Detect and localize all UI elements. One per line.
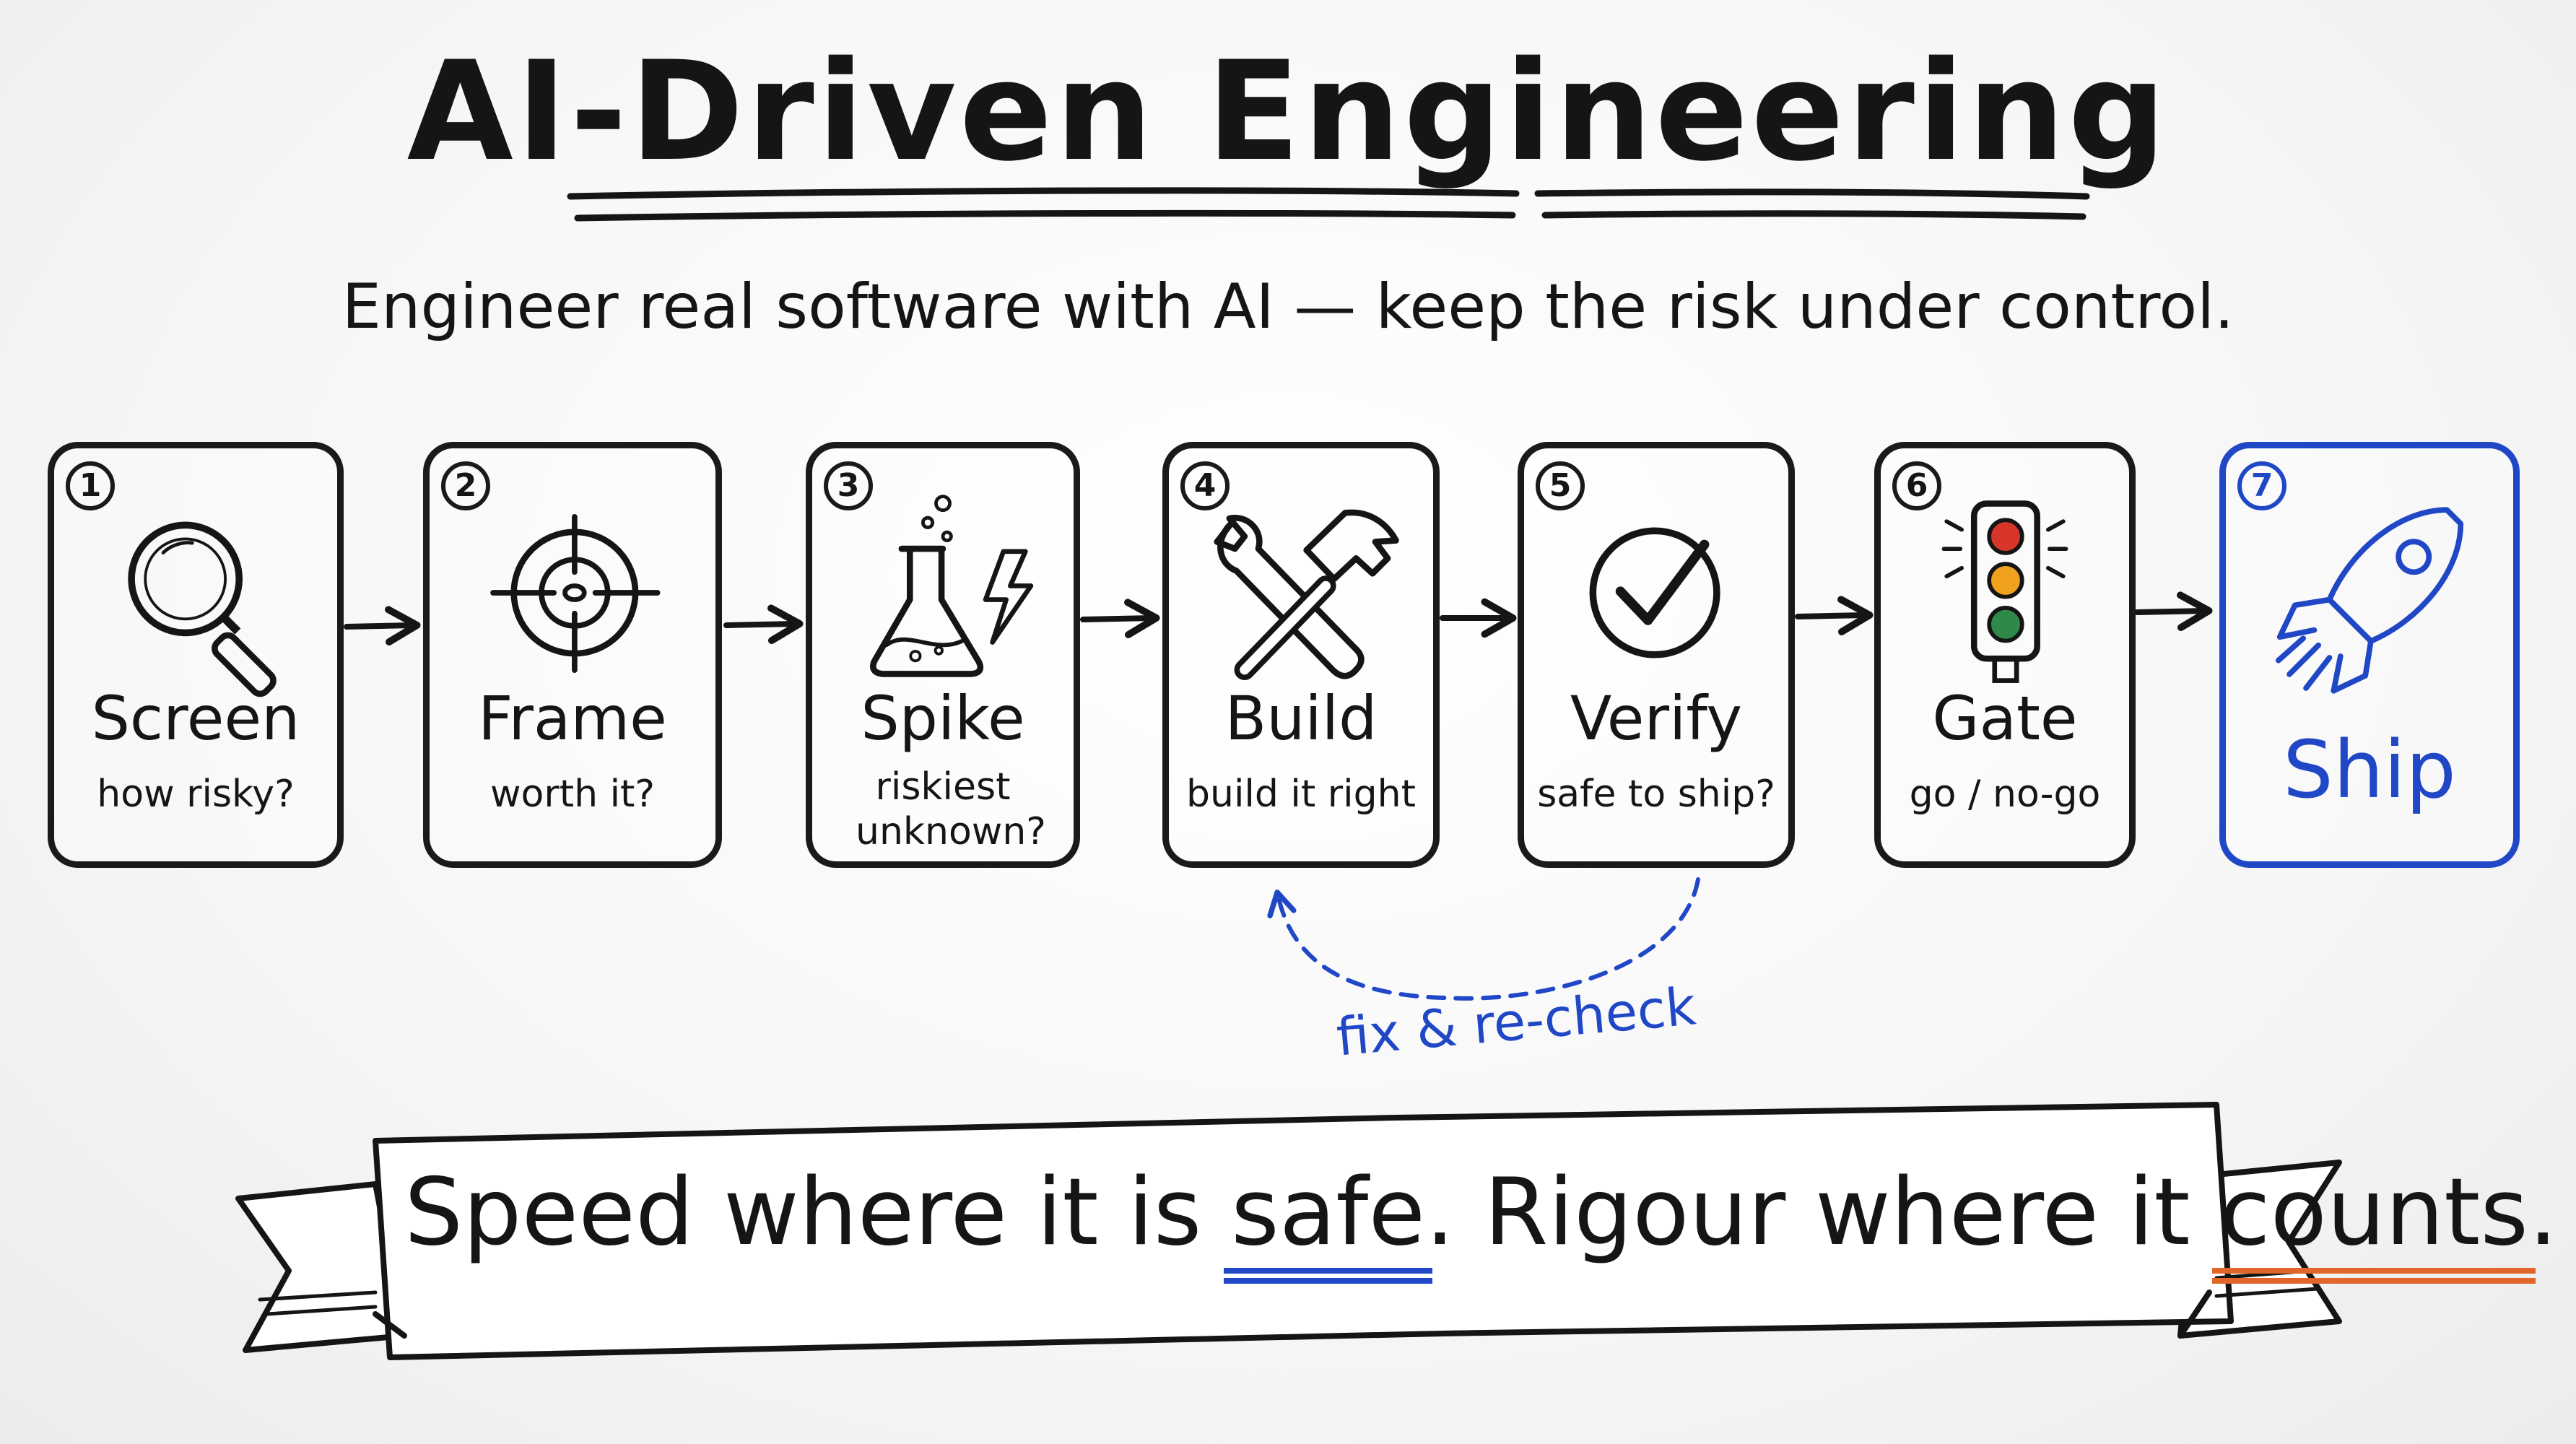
banner-slogan: Speed where it is safe. Rigour where it …	[404, 1155, 2558, 1284]
banner-highlight-counts: counts	[2212, 1155, 2536, 1284]
step-label: Verify	[1570, 683, 1743, 754]
checkmark-circle-icon	[1589, 527, 1720, 658]
step-card-screen: 1 Screen how risky?	[48, 442, 344, 868]
step-subtext: build it right	[1186, 773, 1416, 816]
step-card-verify: 5 Verify safe to ship?	[1518, 442, 1795, 868]
flask-lightning-icon	[870, 495, 1034, 677]
step-label: Screen	[91, 683, 300, 754]
step-number: 5	[1536, 461, 1585, 510]
step-label: Spike	[861, 683, 1025, 754]
arrow-2-3	[723, 604, 804, 644]
banner-text-part: . Rigour where it	[1425, 1159, 2220, 1266]
step-number: 4	[1180, 461, 1230, 510]
loop-arrow	[1267, 877, 1700, 1001]
step-card-spike: 3 Spike riskiest unknown?	[806, 442, 1080, 868]
banner-text-part: .	[2528, 1159, 2558, 1266]
arrow-6-7	[2134, 591, 2213, 632]
flow-arrows	[344, 591, 2213, 646]
step-subtext: riskiest unknown?	[856, 765, 1046, 853]
step-label: Build	[1224, 683, 1378, 754]
step-label: Gate	[1932, 683, 2078, 754]
arrow-1-2	[344, 606, 421, 646]
page-subtitle: Engineer real software with AI — keep th…	[341, 271, 2235, 343]
step-subtext: safe to ship?	[1537, 773, 1775, 816]
step-card-build: 4 Build build it right	[1162, 442, 1440, 868]
traffic-light-icon	[1941, 500, 2068, 683]
step-label: Frame	[478, 683, 667, 754]
step-subtext: worth it?	[489, 773, 656, 816]
step-card-gate: 6 Gate go / no-go	[1874, 442, 2136, 868]
step-subtext: how risky?	[97, 773, 295, 816]
step-label: Ship	[2283, 723, 2456, 816]
wrench-hammer-icon	[1214, 509, 1399, 681]
title-underline	[567, 187, 2090, 222]
banner-ribbon	[235, 1102, 2342, 1360]
page-title: AI-Driven Engineering	[406, 32, 2170, 191]
arrow-3-4	[1080, 599, 1160, 638]
step-subtext: go / no-go	[1909, 773, 2101, 816]
step-number: 6	[1892, 461, 1941, 510]
step-card-frame: 2 Frame worth it?	[423, 442, 722, 868]
magnifying-glass-icon	[128, 521, 277, 697]
arrow-5-6	[1795, 596, 1874, 636]
step-number: 7	[2237, 461, 2286, 510]
step-number: 3	[824, 461, 873, 510]
step-number: 2	[441, 461, 490, 510]
banner-highlight-safe: safe	[1224, 1155, 1432, 1284]
target-crosshair-icon	[490, 513, 661, 673]
step-number: 1	[66, 461, 115, 510]
banner-text-part: Speed where it is	[404, 1159, 1232, 1266]
rocket-icon	[2275, 507, 2464, 694]
step-card-ship: 7 Ship	[2219, 442, 2520, 868]
